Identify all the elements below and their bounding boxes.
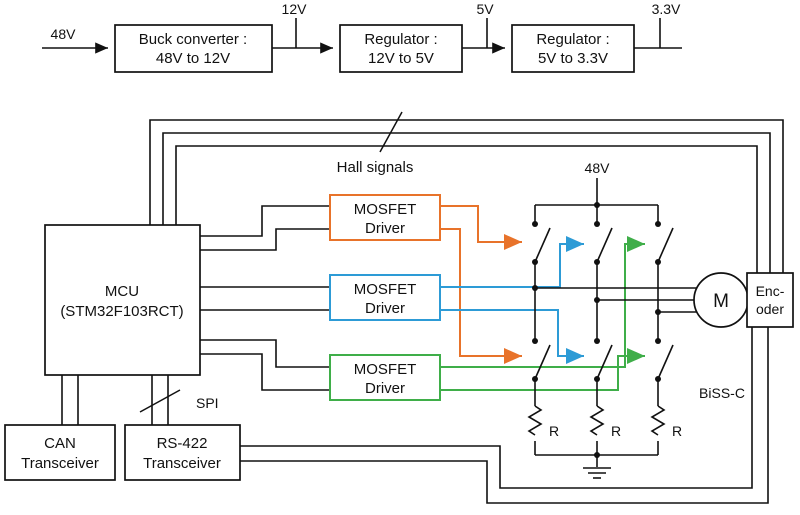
gate-wire-phase1-low — [440, 228, 522, 364]
bridge-leg-2: R — [589, 205, 621, 455]
regulator1-label-1: Regulator : — [364, 31, 437, 48]
bus-slash-icon — [379, 111, 403, 153]
gate-wire-phase3-high — [440, 236, 645, 368]
buck-converter-label-1: Buck converter : — [139, 31, 247, 48]
switch-terminal-dot — [594, 338, 600, 344]
mcu-box — [44, 224, 201, 376]
can-label-2: Transceiver — [21, 455, 99, 472]
gate-wire-phase1-high — [440, 205, 522, 250]
mosfet-driver-3-label-1: MOSFET — [354, 361, 417, 378]
resistor-label: R — [611, 423, 621, 439]
rs422-label-1: RS-422 — [157, 435, 208, 452]
bissc-wire-2 — [240, 327, 769, 504]
switch-terminal-dot — [655, 221, 661, 227]
resistor-label: R — [549, 423, 559, 439]
inverter-bridge: 48V R — [527, 160, 697, 479]
encoder-box — [746, 272, 794, 328]
switch-blade-icon — [657, 227, 674, 263]
mcu-driver3-wire-a — [200, 339, 330, 368]
buck-converter-label-2: 48V to 12V — [156, 50, 230, 67]
switch-terminal-dot — [594, 221, 600, 227]
tap-12v-label: 12V — [282, 1, 308, 17]
regulator2-label-1: Regulator : — [536, 31, 609, 48]
resistor-icon — [650, 405, 666, 436]
tap-3v3-label: 3.3V — [652, 1, 681, 17]
driver2-gate-wires — [440, 236, 584, 364]
regulator2-label-2: 5V to 3.3V — [538, 50, 608, 67]
switch-blade-icon — [657, 344, 674, 380]
hall-wire-3 — [175, 145, 758, 273]
mosfet-driver-3: MOSFET Driver — [329, 354, 441, 401]
rs422-transceiver-box — [124, 424, 241, 481]
ground-icon — [583, 455, 611, 479]
hall-signal-bundle: Hall signals — [149, 111, 784, 273]
mcu-driver-wires — [200, 205, 330, 391]
bus-48v-label: 48V — [585, 160, 611, 176]
bissc-label: BiSS-C — [699, 385, 745, 401]
bissc-link: BiSS-C — [240, 327, 769, 504]
driver1-gate-wires — [440, 205, 522, 364]
hall-wire-2 — [162, 132, 771, 273]
mosfet-driver-2-label-1: MOSFET — [354, 281, 417, 298]
motor-block: M Enc- oder — [693, 272, 794, 328]
bridge-leg-3: R — [650, 205, 682, 455]
mosfet-driver-2-label-2: Driver — [365, 300, 405, 317]
resistor-icon — [527, 405, 543, 436]
mosfet-driver-2: MOSFET Driver — [329, 274, 441, 321]
spi-label: SPI — [196, 395, 219, 411]
input-voltage-label: 48V — [51, 26, 77, 42]
mcu-block: MCU (STM32F103RCT) — [44, 224, 201, 376]
gate-wire-phase2-low — [440, 309, 584, 364]
switch-blade-icon — [596, 227, 613, 263]
power-chain: 48V Buck converter : 48V to 12V 12V Regu… — [42, 1, 682, 73]
switch-blade-icon — [596, 344, 613, 380]
switch-terminal-dot — [532, 338, 538, 344]
bridge-leg-1: R — [527, 205, 559, 455]
mcu-label-1: MCU — [105, 283, 139, 300]
rs422-label-2: Transceiver — [143, 455, 221, 472]
encoder-label-1: Enc- — [756, 283, 785, 299]
switch-terminal-dot — [655, 338, 661, 344]
switch-blade-icon — [534, 344, 551, 380]
can-transceiver-box — [4, 424, 116, 481]
driver3-gate-wires — [440, 236, 645, 391]
gate-wire-phase3-low — [440, 348, 645, 391]
switch-terminal-dot — [532, 221, 538, 227]
mcu-label-2: (STM32F103RCT) — [60, 303, 183, 320]
gate-wire-phase2-high — [440, 236, 584, 288]
mosfet-driver-2-box — [329, 274, 441, 321]
encoder-label-2: oder — [756, 301, 784, 317]
can-transceiver-block: CAN Transceiver — [4, 375, 116, 481]
switch-blade-icon — [534, 227, 551, 263]
regulator-5v-3v3-box — [511, 24, 635, 73]
hall-signals-label: Hall signals — [337, 159, 414, 176]
can-label-1: CAN — [44, 435, 76, 452]
resistor-label: R — [672, 423, 682, 439]
mcu-driver3-wire-b — [200, 353, 330, 391]
rs422-transceiver-block: SPI RS-422 Transceiver — [124, 375, 241, 481]
resistor-icon — [589, 405, 605, 436]
mosfet-driver-1-box — [329, 194, 441, 241]
hall-wire-1 — [149, 119, 784, 273]
tap-5v-label: 5V — [476, 1, 494, 17]
bus-slash-icon — [139, 389, 181, 413]
regulator-12v-5v-box — [339, 24, 463, 73]
mosfet-driver-1-label-2: Driver — [365, 220, 405, 237]
mcu-driver1-wire-b — [200, 228, 330, 251]
mosfet-driver-1: MOSFET Driver — [329, 194, 441, 241]
mosfet-driver-3-label-2: Driver — [365, 380, 405, 397]
regulator1-label-2: 12V to 5V — [368, 50, 434, 67]
mosfet-driver-3-box — [329, 354, 441, 401]
mcu-driver1-wire-a — [200, 205, 330, 237]
bissc-wire-1 — [240, 327, 753, 489]
mosfet-driver-1-label-1: MOSFET — [354, 201, 417, 218]
motor-label: M — [713, 291, 729, 312]
